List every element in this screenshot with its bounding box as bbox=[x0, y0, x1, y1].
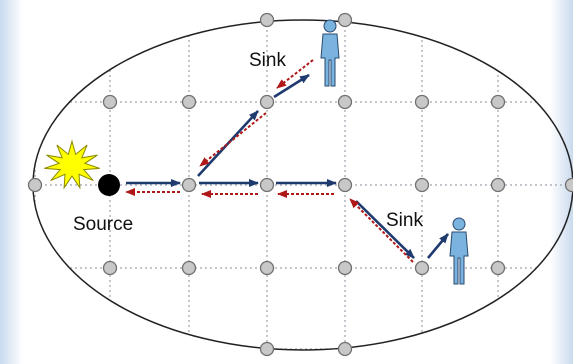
source-label: Source bbox=[73, 214, 133, 235]
sensor-node bbox=[337, 260, 353, 276]
sink-label-top: Sink bbox=[249, 50, 286, 71]
sensor-node bbox=[181, 177, 197, 193]
sensor-node bbox=[102, 260, 118, 276]
sensor-node bbox=[337, 12, 353, 28]
sensor-node bbox=[259, 341, 275, 357]
sensor-node bbox=[181, 94, 197, 110]
routing-arrows bbox=[125, 59, 449, 263]
sensor-node bbox=[27, 177, 43, 193]
sensor-node bbox=[259, 177, 275, 193]
forward-arrow bbox=[427, 233, 449, 259]
sensor-node bbox=[490, 260, 506, 276]
sensor-nodes bbox=[27, 12, 573, 357]
forward-arrow bbox=[355, 200, 415, 259]
reverse-arrow bbox=[199, 112, 267, 167]
sensor-node bbox=[414, 260, 430, 276]
sink-label-bottom: Sink bbox=[386, 210, 423, 231]
person-icon bbox=[320, 19, 340, 87]
sensor-node bbox=[490, 94, 506, 110]
sensor-node bbox=[337, 341, 353, 357]
sensor-node bbox=[259, 94, 275, 110]
sensor-node bbox=[337, 177, 353, 193]
sensor-node bbox=[259, 12, 275, 28]
person-icon bbox=[449, 217, 469, 285]
sensor-node bbox=[414, 94, 430, 110]
reverse-arrow bbox=[276, 59, 314, 89]
sensor-node bbox=[102, 94, 118, 110]
forward-arrow bbox=[273, 73, 310, 99]
forward-arrow bbox=[197, 110, 259, 177]
sensor-node bbox=[414, 177, 430, 193]
sensor-node bbox=[564, 177, 573, 193]
explosion-burst-icon bbox=[44, 139, 100, 190]
source-node bbox=[98, 174, 120, 196]
sensor-node bbox=[490, 177, 506, 193]
sensor-node bbox=[259, 260, 275, 276]
sensor-node bbox=[337, 94, 353, 110]
sensor-node bbox=[181, 260, 197, 276]
